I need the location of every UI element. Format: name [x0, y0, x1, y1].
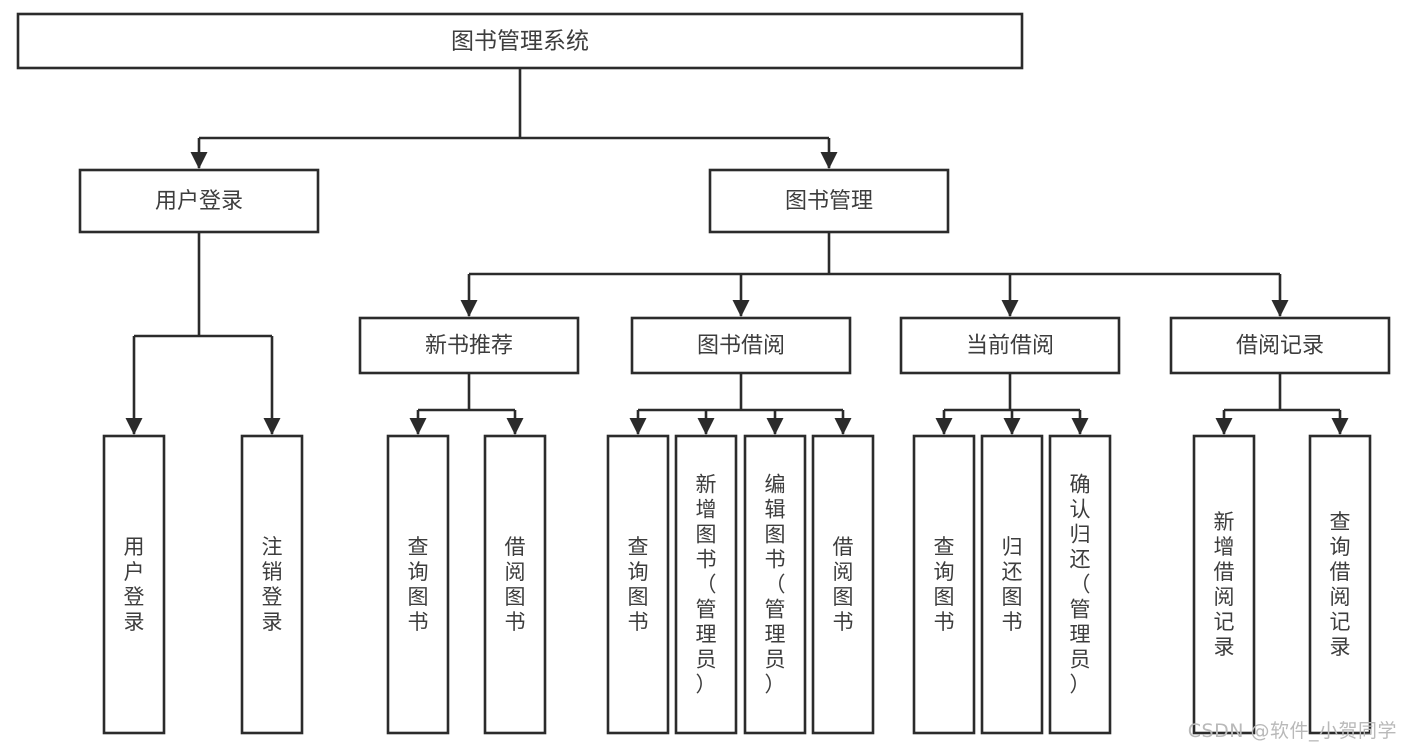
node-label: 图书管理	[785, 189, 873, 214]
node-leaf-query-book-3[interactable]: 查询图书	[912, 434, 976, 735]
node-label: 当前借阅	[966, 334, 1054, 359]
node-box	[1308, 434, 1372, 735]
arrowhead-icon	[834, 418, 852, 435]
arrowhead-icon	[629, 418, 647, 435]
node-label: 查询借阅记录	[1330, 510, 1351, 659]
node-label: 用户登录	[155, 189, 243, 214]
arrowhead-icon	[1215, 418, 1233, 435]
arrowhead-icon	[1271, 300, 1289, 317]
node-label: 借阅图书	[505, 535, 526, 634]
node-leaf-borrow-book-1[interactable]: 借阅图书	[483, 434, 547, 735]
node-label: 归还图书	[1002, 535, 1023, 634]
connector-layer	[125, 68, 1349, 435]
node-book-borrow[interactable]: 图书借阅	[630, 316, 852, 375]
node-box	[386, 434, 450, 735]
arrowhead-icon	[1001, 300, 1019, 317]
node-label: 编辑图书（管理员）	[765, 473, 786, 697]
arrowhead-icon	[1003, 418, 1021, 435]
node-box	[708, 168, 950, 234]
node-leaf-user-login[interactable]: 用户登录	[102, 434, 166, 735]
node-box	[240, 434, 304, 735]
node-box	[1169, 316, 1391, 375]
node-user-login[interactable]: 用户登录	[78, 168, 320, 234]
arrowhead-icon	[190, 152, 208, 169]
node-label: 新增借阅记录	[1214, 510, 1235, 659]
node-label: 确认归还（管理员）	[1070, 473, 1091, 697]
node-label: 图书借阅	[697, 334, 785, 359]
node-box	[811, 434, 875, 735]
arrowhead-icon	[820, 152, 838, 169]
node-label: 查询图书	[628, 535, 649, 634]
node-box	[630, 316, 852, 375]
arrowhead-icon	[263, 418, 281, 435]
node-book-manage[interactable]: 图书管理	[708, 168, 950, 234]
node-label: 用户登录	[124, 535, 145, 634]
node-box	[1192, 434, 1256, 735]
arrowhead-icon	[1331, 418, 1349, 435]
arrowhead-icon	[732, 300, 750, 317]
node-box	[606, 434, 670, 735]
node-label: 查询图书	[408, 535, 429, 634]
node-box	[980, 434, 1044, 735]
node-label: 注销登录	[262, 535, 283, 634]
node-label: 借阅记录	[1236, 334, 1324, 359]
node-current-borrow[interactable]: 当前借阅	[899, 316, 1121, 375]
arrowhead-icon	[460, 300, 478, 317]
node-leaf-query-record[interactable]: 查询借阅记录	[1308, 434, 1372, 735]
node-borrow-record[interactable]: 借阅记录	[1169, 316, 1391, 375]
arrowhead-icon	[1071, 418, 1089, 435]
node-root[interactable]: 图书管理系统	[16, 12, 1024, 70]
node-box	[674, 434, 738, 735]
arrowhead-icon	[125, 418, 143, 435]
node-leaf-return-book[interactable]: 归还图书	[980, 434, 1044, 735]
node-box	[78, 168, 320, 234]
node-label: 查询图书	[934, 535, 955, 634]
node-leaf-add-book[interactable]: 新增图书（管理员）	[674, 434, 738, 735]
arrowhead-icon	[766, 418, 784, 435]
node-label: 新增图书（管理员）	[696, 473, 717, 697]
node-box	[483, 434, 547, 735]
node-box	[358, 316, 580, 375]
node-box	[899, 316, 1121, 375]
node-leaf-user-logout[interactable]: 注销登录	[240, 434, 304, 735]
node-layer: 图书管理系统用户登录图书管理新书推荐图书借阅当前借阅借阅记录用户登录注销登录查询…	[16, 12, 1391, 735]
node-box	[1048, 434, 1112, 735]
node-box	[102, 434, 166, 735]
node-leaf-query-book-2[interactable]: 查询图书	[606, 434, 670, 735]
node-leaf-borrow-book-2[interactable]: 借阅图书	[811, 434, 875, 735]
arrowhead-icon	[697, 418, 715, 435]
node-label: 新书推荐	[425, 334, 513, 359]
node-leaf-edit-book[interactable]: 编辑图书（管理员）	[743, 434, 807, 735]
watermark-text: CSDN @软件_小贺同学	[1187, 720, 1397, 742]
node-box	[743, 434, 807, 735]
node-leaf-confirm-return[interactable]: 确认归还（管理员）	[1048, 434, 1112, 735]
arrowhead-icon	[409, 418, 427, 435]
node-new-book-recommend[interactable]: 新书推荐	[358, 316, 580, 375]
arrowhead-icon	[935, 418, 953, 435]
node-box	[912, 434, 976, 735]
node-label: 借阅图书	[833, 535, 854, 634]
node-label: 图书管理系统	[451, 29, 589, 55]
arrowhead-icon	[506, 418, 524, 435]
node-box	[16, 12, 1024, 70]
node-leaf-query-book-1[interactable]: 查询图书	[386, 434, 450, 735]
node-leaf-add-record[interactable]: 新增借阅记录	[1192, 434, 1256, 735]
